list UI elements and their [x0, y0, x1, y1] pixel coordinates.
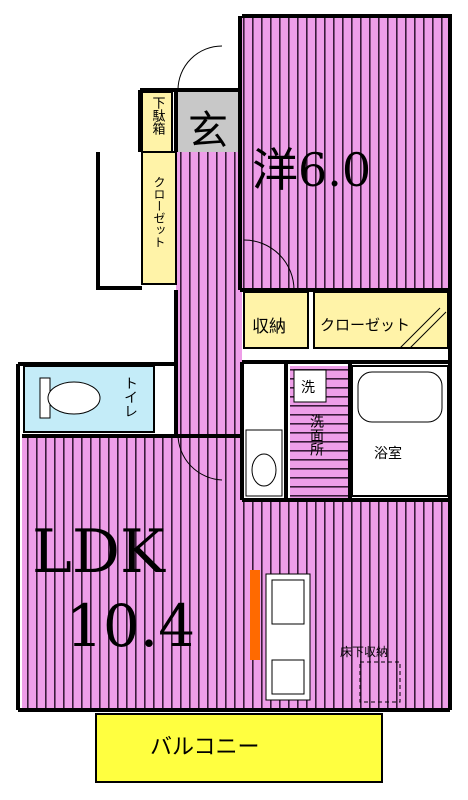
toilet-label: トイレ: [122, 376, 138, 418]
walls: [16, 14, 452, 712]
stove-orange: [250, 570, 260, 660]
western-room-label: 洋6.0: [252, 143, 371, 197]
shoe-storage-label: 下駄箱: [150, 96, 166, 135]
balcony: [95, 713, 383, 783]
closet-hatch-2: [409, 311, 447, 349]
underfloor-label: 床下収納: [340, 645, 388, 659]
hallway-floor: [176, 152, 242, 436]
closet-western: [313, 291, 449, 349]
closet-western-label: クローゼット: [320, 316, 410, 334]
ldk-label-line2: 10.4: [66, 592, 195, 660]
balcony-label: バルコニー: [150, 735, 260, 760]
closet-hall-label: クローゼット: [152, 176, 166, 248]
door-swings: [177, 45, 295, 481]
ldk-label-line1: LDK: [32, 517, 166, 587]
entrance-floor: [176, 92, 242, 152]
toilet-bowl: [47, 381, 101, 415]
washroom-label: 洗面所: [308, 414, 324, 456]
washer-box: [293, 369, 327, 403]
ldk-floor: [22, 436, 448, 708]
western-room-floor: [242, 16, 450, 288]
bathtub: [357, 371, 443, 423]
kitchen-stove: [271, 659, 305, 695]
kitchen-sink: [271, 579, 305, 625]
closet-hatch: [399, 307, 441, 349]
storage-label: 収納: [252, 317, 286, 337]
bathroom-label: 浴室: [374, 445, 402, 462]
sink-basin: [251, 453, 277, 487]
washer-label: 洗: [301, 380, 315, 396]
closet-hall: [141, 151, 177, 285]
entrance-label: 玄: [188, 108, 228, 154]
underfloor-storage: [359, 661, 401, 703]
